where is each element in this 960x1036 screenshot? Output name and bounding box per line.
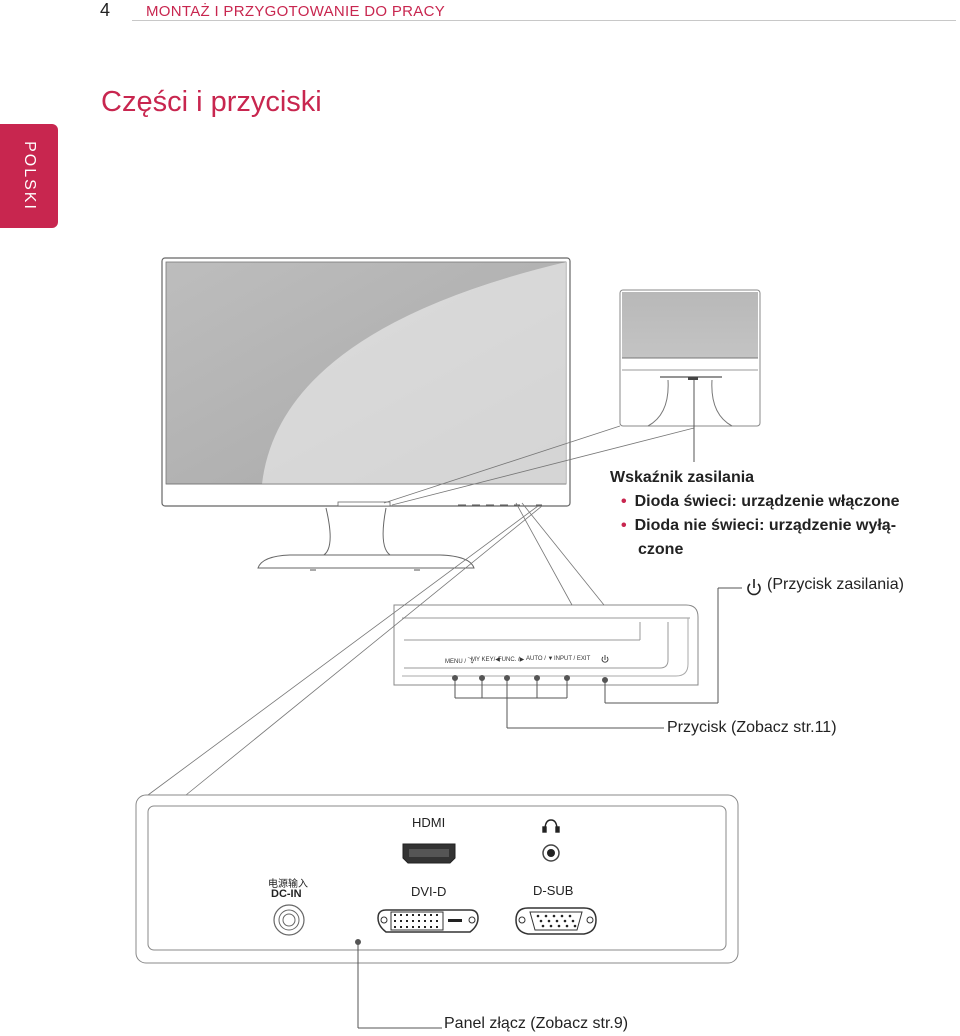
control-panel-detail: [393, 604, 699, 686]
button-label-auto: AUTO / ▼: [526, 656, 554, 662]
dsub-label: D-SUB: [533, 883, 574, 898]
power-button-label: (Przycisk zasilania): [767, 576, 904, 593]
power-indicator-bullet-off-cont: czone: [638, 541, 684, 558]
monitor-front: [161, 257, 571, 571]
headphone-icon: [542, 819, 560, 833]
power-indicator-bullet-on: •Dioda świeci: urządzenie włączone: [621, 493, 900, 510]
connector-panel: [135, 794, 739, 964]
connector-callout: Panel złącz (Zobacz str.9): [444, 1015, 629, 1032]
bullet-on-text: Dioda świeci: urządzenie włączone: [634, 493, 900, 510]
power-button-small-icon: [601, 655, 609, 663]
button-label-menu: MENU / ⤵: [445, 659, 474, 665]
section-title: MONTAŻ I PRZYGOTOWANIE DO PRACY: [146, 3, 446, 20]
page-number: 4: [100, 0, 111, 20]
dvi-label: DVI-D: [411, 884, 447, 899]
hdmi-label: HDMI: [412, 815, 446, 830]
power-indicator-bullet-off: •Dioda nie świeci: urządzenie wyłą-: [621, 517, 897, 534]
buttons-callout: Przycisk (Zobacz str.11): [667, 719, 837, 736]
language-tab: POLSKI: [0, 124, 58, 228]
header-divider: [132, 20, 956, 21]
power-icon: [747, 579, 761, 596]
button-label-mykey: MY KEY/◀: [471, 657, 500, 663]
button-label-func: FUNC. /▶: [498, 657, 525, 663]
dc-in-cn-label: 电源输入: [268, 879, 308, 890]
button-label-input: INPUT / EXIT: [554, 656, 591, 662]
page-title: Części i przyciski: [101, 86, 322, 118]
power-led-detail: [619, 289, 761, 427]
bullet-off-text: Dioda nie świeci: urządzenie wyłą-: [634, 517, 897, 534]
power-indicator-title: Wskaźnik zasilania: [610, 469, 755, 486]
dc-in-label: DC-IN: [271, 888, 302, 900]
